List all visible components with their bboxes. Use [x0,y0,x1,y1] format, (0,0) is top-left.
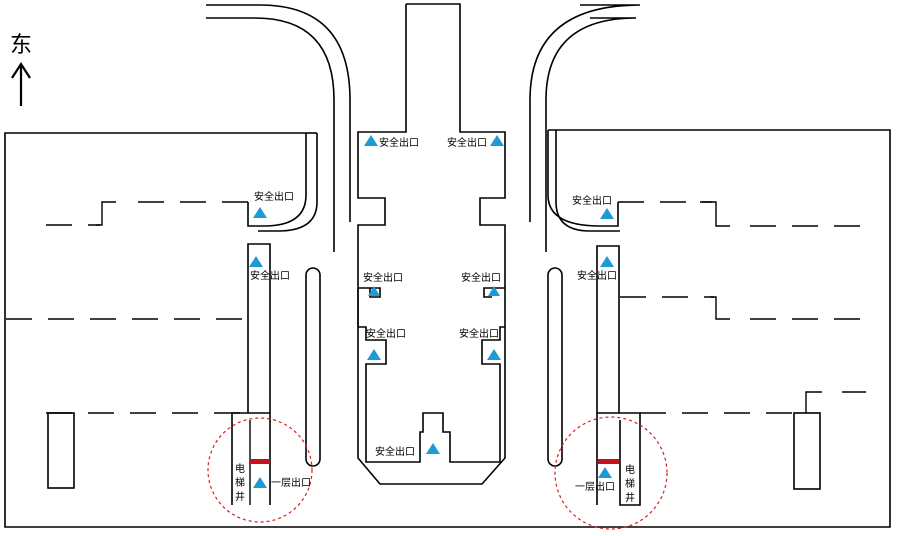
svg-text:安全出口: 安全出口 [461,271,501,284]
left-corridor [231,243,321,505]
elevator-bar-left [250,459,270,464]
exit-markers: 安全出口 安全出口 安全出口 安全出口 安全出口 安全出口 安全出口 安全出口 [249,135,617,493]
exit-triangle-icon [364,135,378,146]
elevator-shaft-right-label: 电 梯 井 [625,463,635,504]
ramp-left [206,4,351,252]
central-block [357,3,506,485]
svg-text:井: 井 [625,491,635,504]
svg-text:安全出口: 安全出口 [375,445,415,458]
exit-triangle-icon [600,208,614,219]
pillar-left [47,412,75,489]
ramp-right [529,4,641,252]
exit-triangle-icon [249,256,263,267]
svg-text:安全出口: 安全出口 [577,269,617,282]
exit-triangle-icon [253,207,267,218]
exit-center-middle-left: 安全出口 [366,327,406,360]
svg-text:安全出口: 安全出口 [572,194,612,207]
exit-triangle-icon [367,349,381,360]
exit-center-upper-left: 安全出口 [363,271,403,296]
exit-triangle-icon [426,443,440,454]
svg-text:电: 电 [625,463,635,476]
exit-triangle-icon [600,256,614,267]
exit-center-bottom: 安全出口 [375,443,440,458]
lane-markings-right [618,201,866,414]
svg-text:安全出口: 安全出口 [379,136,419,149]
exit-left-curve: 安全出口 [253,190,294,218]
elevator-shaft-left-label: 电 梯 井 [235,462,245,503]
exit-triangle-icon [487,349,501,360]
exit-top-left: 安全出口 [364,135,419,149]
svg-text:梯: 梯 [625,477,635,490]
svg-text:安全出口: 安全出口 [459,327,499,340]
exit-center-middle-right: 安全出口 [459,327,501,360]
svg-text:井: 井 [235,490,245,503]
highlight-ring-left [207,417,313,523]
north-arrow-icon [11,61,31,106]
svg-text:电: 电 [235,462,245,475]
north-label: 东 [10,33,32,58]
exit-triangle-icon [488,286,500,296]
svg-text:安全出口: 安全出口 [447,136,487,149]
exit-center-upper-right: 安全出口 [461,271,501,296]
ground-exit-right: 一层出口 [575,467,615,493]
svg-text:一层出口: 一层出口 [575,480,615,493]
exit-triangle-icon [490,135,504,146]
elevator-bar-right [598,459,619,464]
svg-text:安全出口: 安全出口 [363,271,403,284]
lane-markings-left [6,201,248,414]
pillar-right [793,412,821,490]
svg-text:安全出口: 安全出口 [366,327,406,340]
exit-right-curve: 安全出口 [572,194,614,219]
building-outline [4,129,891,528]
exit-right-corridor: 安全出口 [577,256,617,282]
exit-triangle-icon [598,467,612,478]
exit-left-corridor: 安全出口 [249,256,290,282]
ground-exit-left: 一层出口 [253,476,311,489]
exit-triangle-icon [368,286,380,296]
svg-text:安全出口: 安全出口 [250,269,290,282]
svg-text:梯: 梯 [235,476,245,489]
exit-triangle-icon [253,477,267,488]
svg-text:一层出口: 一层出口 [271,476,311,489]
highlight-ring-right [554,416,668,530]
exit-top-right: 安全出口 [447,135,504,149]
north-indicator: 东 [10,33,32,106]
svg-text:安全出口: 安全出口 [254,190,294,203]
